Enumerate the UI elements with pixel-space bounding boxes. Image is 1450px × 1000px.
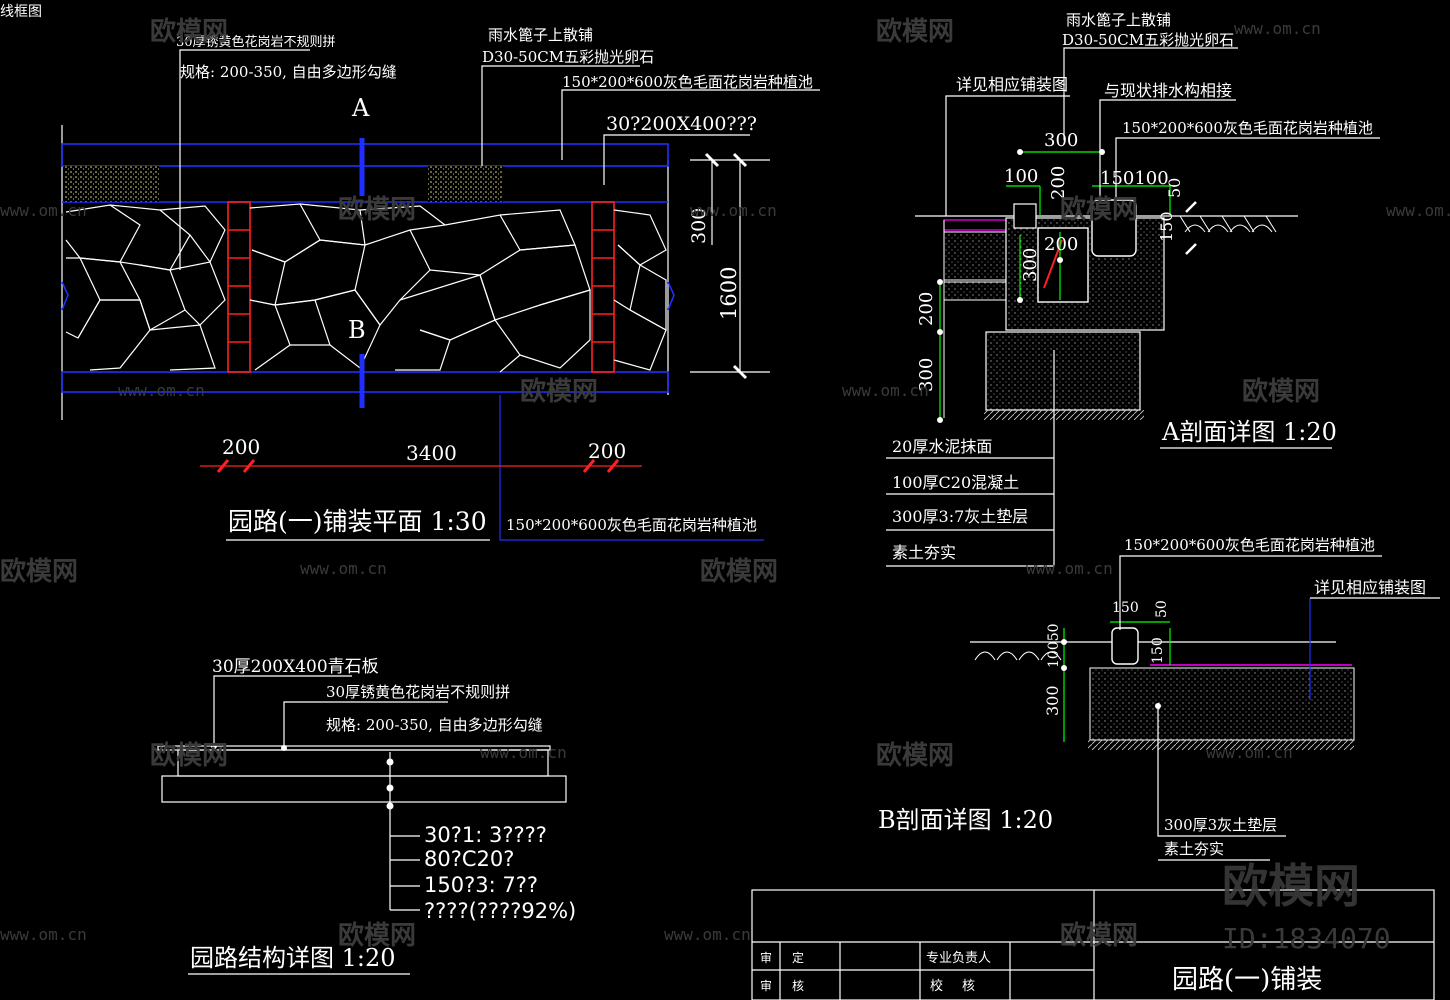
watermark-brand: 欧模网 (1242, 376, 1320, 407)
dim-a-200b: 200 (1044, 234, 1078, 255)
watermark-url: www.om.cn (1206, 743, 1293, 762)
dim-a-300v: 300 (916, 358, 937, 392)
b-note-see: 详见相应铺装图 (1314, 578, 1426, 597)
b-layer-2: 素土夯实 (1164, 840, 1224, 858)
dim-3400: 3400 (406, 441, 457, 465)
tb-r2-c3: 校 (930, 978, 943, 994)
watermark-url: www.om.cn (1026, 559, 1113, 578)
note-pebble-1: 雨水篦子上散铺 (488, 26, 593, 44)
tb-r2-c2: 核 (792, 979, 804, 993)
dim-a-50: 50 (1165, 178, 1184, 198)
b-note-curb: 150*200*600灰色毛面花岗岩种植池 (1124, 536, 1375, 554)
dim-200-left: 200 (222, 435, 260, 459)
note-edge: 30?200X400??? (606, 113, 757, 135)
section-b-title: B剖面详图 1:20 (878, 806, 1053, 834)
dim-a-300: 300 (1044, 130, 1078, 151)
b-layer-1: 300厚3灰土垫层 (1164, 816, 1277, 834)
dim-a-200: 200 (1048, 166, 1069, 200)
dim-a-100: 100 (1004, 166, 1038, 187)
a-note-pebble-1: 雨水篦子上散铺 (1066, 11, 1171, 29)
watermark-brand: 欧模网 (1060, 920, 1138, 951)
watermark-brand: 欧模网 (876, 740, 954, 771)
a-layer-3: 300厚3:7灰土垫层 (892, 507, 1028, 526)
watermarks: 欧模网 欧模网 欧模网 欧模网 欧模网 欧模网 欧模网 欧模网 欧模网 欧模网 … (0, 16, 1450, 951)
dim-b-300: 300 (1043, 685, 1062, 716)
watermark-brand: 欧模网 (0, 556, 78, 587)
dim-a-300b: 300 (1020, 248, 1041, 282)
a-layer-1: 20厚水泥抹面 (892, 437, 992, 456)
tb-r1-c2: 定 (792, 950, 804, 965)
planting-curb-left (227, 201, 251, 373)
dim-b-150: 150 (1112, 600, 1139, 616)
section-mark-a: A (351, 94, 370, 122)
watermark-brand: 欧模网 (338, 920, 416, 951)
dim-200-right: 200 (588, 439, 626, 463)
dim-b-50: 50 (1154, 600, 1170, 618)
watermark-url: www.om.cn (690, 201, 777, 220)
watermark-brand: 欧模网 (1060, 194, 1138, 225)
struct-note-top: 30厚200X400青石板 (212, 657, 379, 677)
note-curb: 150*200*600灰色毛面花岗岩种植池 (562, 73, 813, 91)
watermark-url: www.om.cn (0, 201, 87, 220)
struct-note-stone: 30厚锈黄色花岗岩不规则拼 (326, 683, 510, 701)
watermark-url: www.om.cn (664, 925, 751, 944)
watermark-url: www.om.cn (300, 559, 387, 578)
section-a-detail: 300 100 200 150100 50 150 200 300 200 30… (886, 11, 1380, 567)
watermark-url: www.om.cn (118, 381, 205, 400)
tb-r2-c1: 审 (760, 978, 772, 993)
a-note-curb: 150*200*600灰色毛面花岗岩种植池 (1122, 119, 1373, 137)
watermark-url: www.om.cn (1386, 201, 1450, 220)
a-note-pebble-2: D30-50CM五彩抛光卵石 (1062, 31, 1234, 49)
watermark-url: www.om.cn (0, 925, 87, 944)
planting-curb-right (591, 201, 615, 373)
dim-300: 300 (688, 208, 710, 244)
struct-note-size: 规格: 200-350, 自由多边形勾缝 (326, 716, 543, 734)
id-watermark: ID:1834070 (1222, 922, 1391, 955)
watermark-url: www.om.cn (480, 743, 567, 762)
tb-r2-c4: 核 (962, 979, 975, 994)
note-pebble-2: D30-50CM五彩抛光卵石 (482, 48, 654, 66)
struct-layer-4: ????(????92%) (424, 899, 576, 923)
project-name: 园路(一)铺装 (1172, 965, 1322, 995)
watermark-url: www.om.cn (842, 381, 929, 400)
a-note-drain: 与现状排水构相接 (1104, 81, 1232, 100)
watermark-brand: 欧模网 (700, 556, 778, 587)
section-b-detail: 150 50 10050 150 300 150*200*600灰色毛面花岗岩种… (878, 536, 1440, 861)
a-layer-2: 100厚C20混凝土 (892, 473, 1019, 492)
brand-watermark-large: 欧模网 (1222, 859, 1360, 913)
structure-detail: 30厚200X400青石板 30厚锈黄色花岗岩不规则拼 规格: 200-350,… (157, 657, 576, 975)
plan-title: 园路(一)铺装平面 1:30 (228, 507, 487, 536)
dim-b-150v: 150 (1150, 637, 1166, 664)
note-stone-spec: 30厚锈黄色花岗岩不规则拼 (176, 34, 336, 50)
section-a-title: A剖面详图 1:20 (1161, 418, 1337, 446)
structure-title: 园路结构详图 1:20 (190, 944, 396, 972)
struct-layer-2: 80?C20? (424, 847, 514, 871)
title-block (751, 889, 1435, 1000)
a-layer-4: 素土夯实 (892, 543, 956, 562)
irregular-stone-paving (65, 203, 667, 373)
struct-layer-1: 30?1: 3???? (424, 823, 547, 847)
watermark-brand: 欧模网 (150, 16, 228, 47)
watermark-url: www.om.cn (1234, 19, 1321, 38)
watermark-brand: 欧模网 (876, 16, 954, 47)
tb-r1-c1: 审 (760, 950, 772, 965)
watermark-brand: 欧模网 (150, 740, 228, 771)
section-mark-b: B (348, 316, 366, 344)
a-note-see: 详见相应铺装图 (956, 75, 1068, 94)
dim-a-150100: 150100 (1100, 168, 1169, 189)
watermark-brand: 欧模网 (520, 376, 598, 407)
dim-b-10050: 10050 (1046, 623, 1062, 668)
corner-label: 线框图 (0, 4, 42, 20)
dim-a-150: 150 (1157, 211, 1176, 242)
watermark-brand: 欧模网 (338, 194, 416, 225)
note-size-spec: 规格: 200-350, 自由多边形勾缝 (180, 63, 397, 81)
dim-a-200v: 200 (916, 292, 937, 326)
dim-1600: 1600 (717, 267, 741, 320)
tb-r1-c3: 专业负责人 (926, 951, 991, 966)
note-curb-bottom: 150*200*600灰色毛面花岗岩种植池 (506, 516, 757, 534)
struct-layer-3: 150?3: 7?? (424, 873, 538, 897)
paving-plan: A B 30厚锈黄色花岗岩不规则拼 规格: 200-350, 自由多边形勾缝 雨… (61, 26, 820, 541)
